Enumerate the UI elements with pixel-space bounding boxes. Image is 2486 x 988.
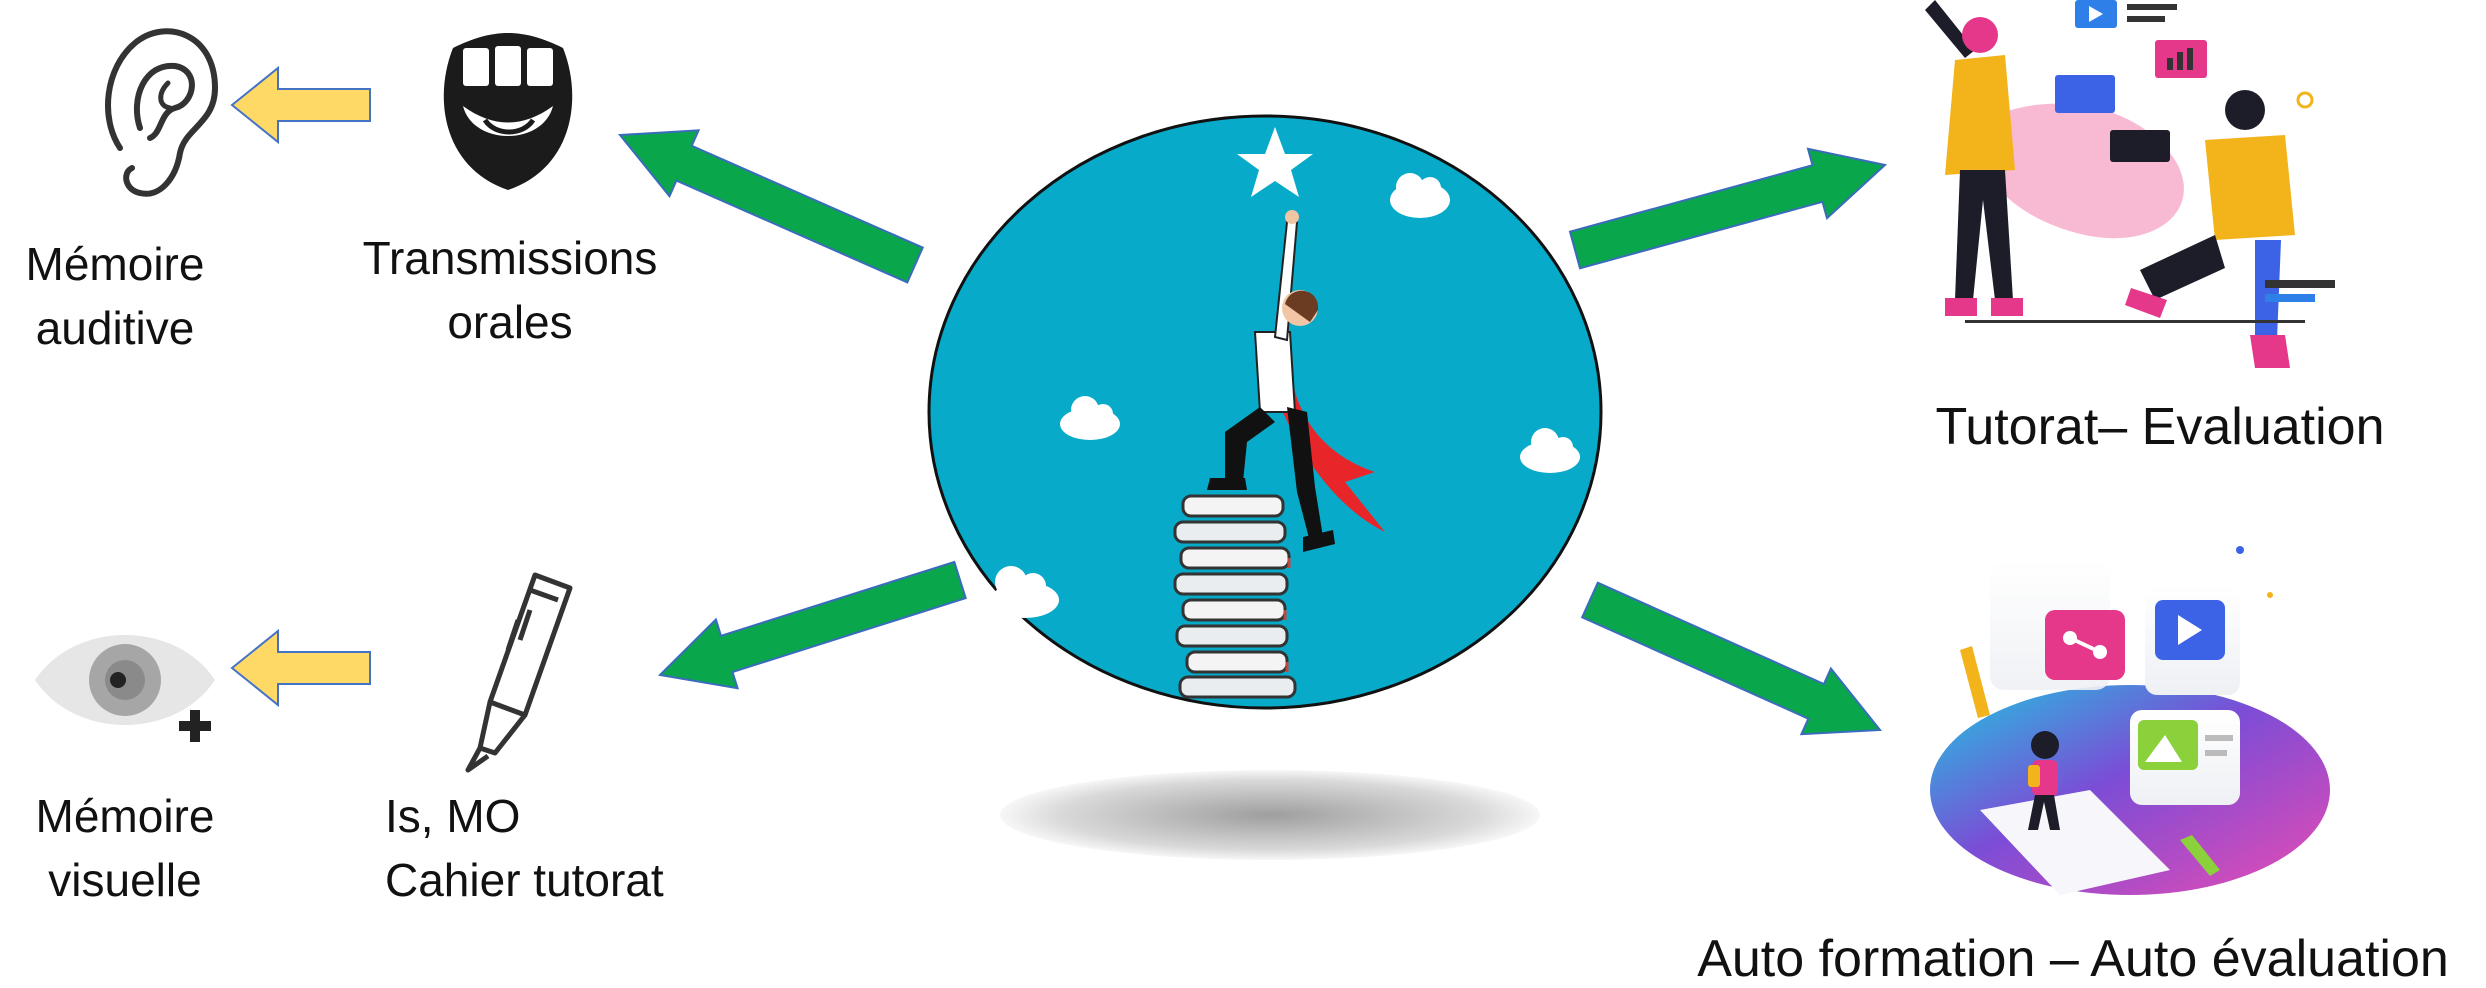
label-tutorat-evaluation: Tutorat– Evaluation — [1880, 395, 2440, 459]
pen-icon — [450, 570, 580, 780]
arrow-to-auto-formation — [1582, 583, 1880, 735]
yellow-arrow-ear — [232, 65, 382, 145]
mouth-icon — [433, 28, 583, 198]
label-is-mo-cahier: Is, MO Cahier tutorat — [385, 784, 725, 912]
auto-formation-illustration — [1920, 540, 2340, 920]
label-memoire-visuelle: Mémoire visuelle — [10, 784, 240, 912]
arrow-to-tutorat — [1570, 149, 1885, 268]
center-shadow — [1000, 770, 1540, 860]
label-memoire-auditive: Mémoire auditive — [0, 232, 230, 360]
arrow-to-pen — [660, 562, 966, 688]
tutorat-people-illustration — [1905, 0, 2335, 380]
eye-plus-icon — [30, 625, 220, 745]
ear-icon — [80, 8, 220, 208]
superhero-books-illustration — [925, 112, 1605, 722]
yellow-arrow-eye — [232, 628, 382, 708]
label-auto-formation: Auto formation – Auto évaluation — [1660, 930, 2486, 988]
label-transmissions-orales: Transmissions orales — [350, 226, 670, 354]
